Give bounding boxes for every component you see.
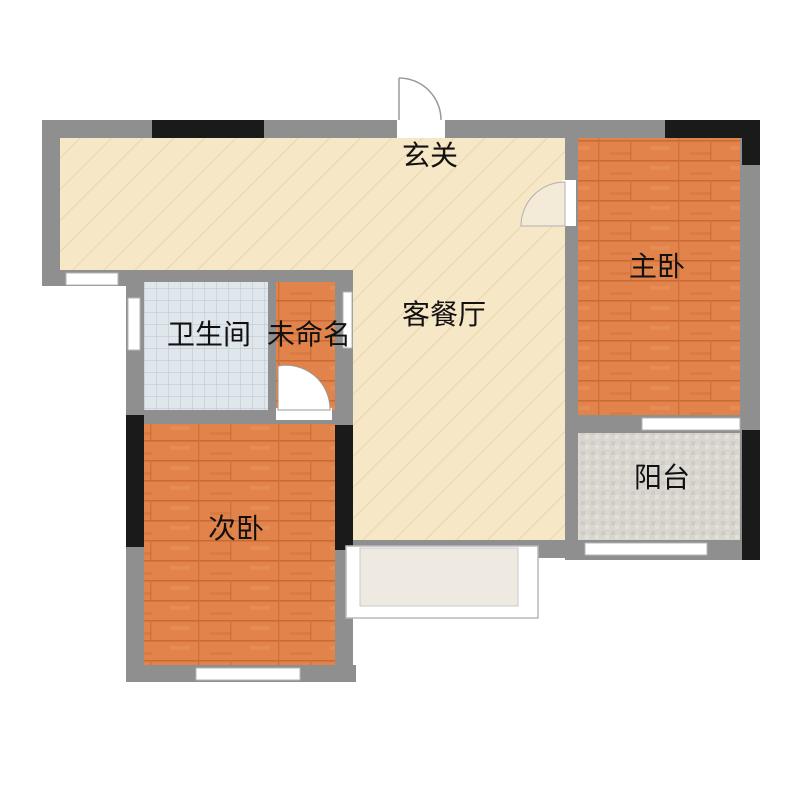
room-label-second-bedroom: 次卧 <box>208 512 264 545</box>
windows <box>65 272 741 681</box>
room-label-entrance: 玄关 <box>402 139 458 172</box>
storage-door[interactable] <box>342 291 353 349</box>
dark-wall-segments <box>126 120 760 560</box>
second-bedroom-floor <box>144 424 335 665</box>
living-dining-floor <box>60 138 565 540</box>
room-label-bathroom: 卫生间 <box>167 318 251 351</box>
room-label-master-bedroom: 主卧 <box>629 250 685 283</box>
room-label-living-dining: 客餐厅 <box>402 298 486 331</box>
bathroom-door[interactable] <box>276 364 332 420</box>
bay-window <box>345 545 539 619</box>
balcony-floor <box>578 433 740 540</box>
master-bedroom-door[interactable] <box>520 180 576 227</box>
bathroom-floor <box>144 282 268 410</box>
master-bedroom-floor <box>578 138 740 415</box>
entrance-door[interactable] <box>397 77 445 138</box>
room-label-unnamed: 未命名 <box>267 318 351 351</box>
room-label-balcony: 阳台 <box>634 461 690 494</box>
